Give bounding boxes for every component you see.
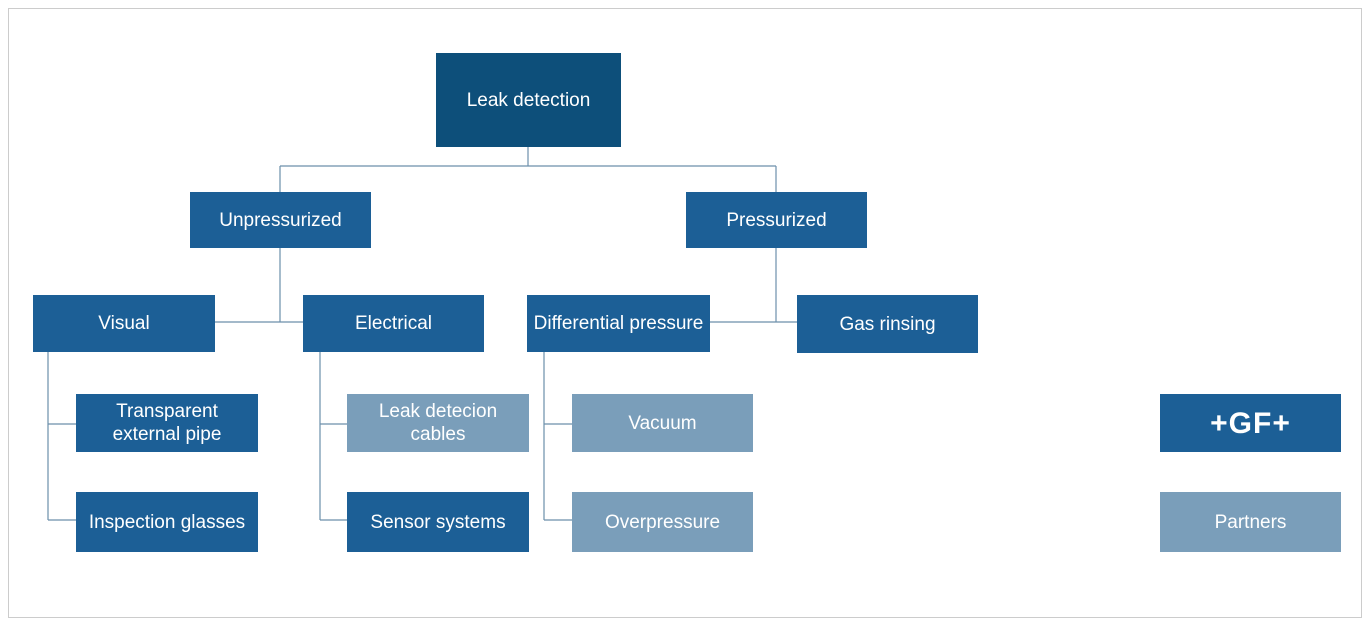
node-pressurized: Pressurized	[686, 192, 867, 248]
node-differential-pressure: Differential pressure	[527, 295, 710, 352]
connector-lines	[47, 147, 797, 521]
node-sensor-systems: Sensor systems	[347, 492, 529, 552]
node-visual: Visual	[33, 295, 215, 352]
legend-partners: Partners	[1160, 492, 1341, 552]
node-leak-detection: Leak detection	[436, 53, 621, 147]
node-overpressure: Overpressure	[572, 492, 753, 552]
node-inspection-glasses: Inspection glasses	[76, 492, 258, 552]
node-vacuum: Vacuum	[572, 394, 753, 452]
node-transparent-external-pipe: Transparent external pipe	[76, 394, 258, 452]
node-leak-detection-cables: Leak detecion cables	[347, 394, 529, 452]
legend-gf-logo: +GF+	[1160, 394, 1341, 452]
node-gas-rinsing: Gas rinsing	[797, 295, 978, 353]
node-unpressurized: Unpressurized	[190, 192, 371, 248]
node-electrical: Electrical	[303, 295, 484, 352]
